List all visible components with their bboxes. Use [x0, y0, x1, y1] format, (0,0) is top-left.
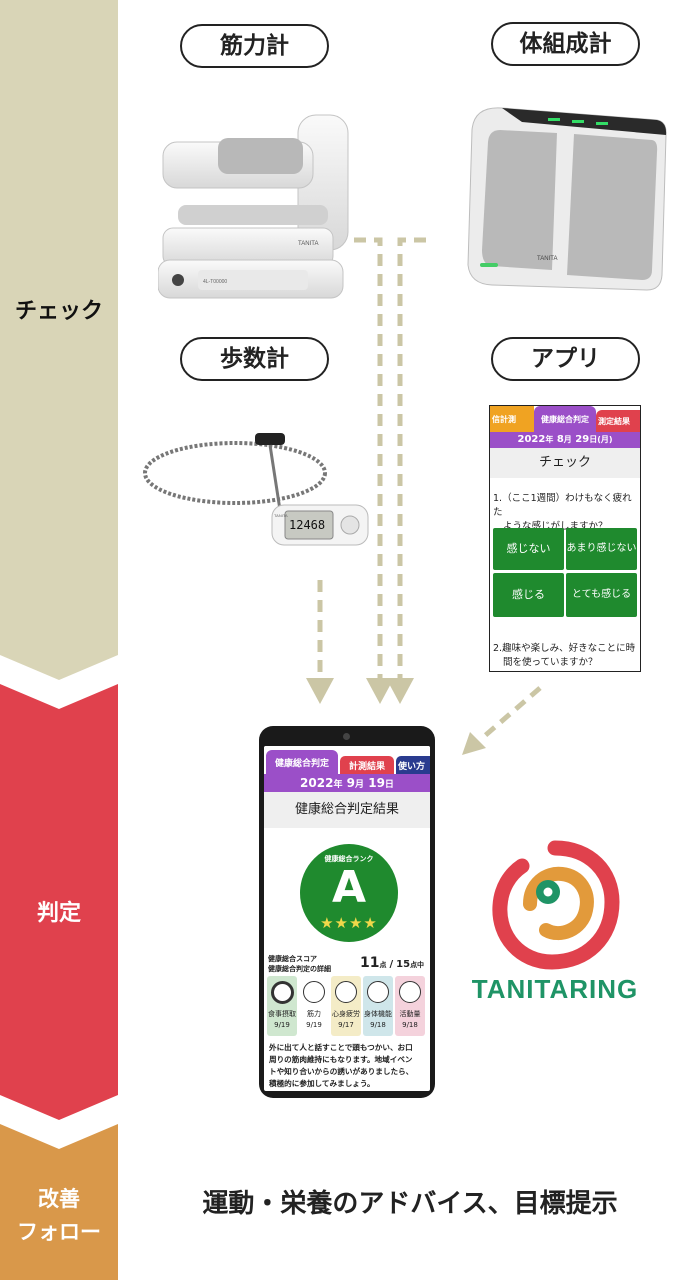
phone-tab-judgement-label: 健康総合判定: [274, 759, 329, 769]
stage-improve-label-2: フォロー: [17, 1220, 101, 1244]
app-tab-left-prefix: 信: [492, 415, 500, 424]
phone-date-bar: 2022年 9月 19日: [264, 774, 430, 792]
answer-rarely-feel-button[interactable]: あまり感じない: [566, 528, 637, 570]
phone-camera: [343, 733, 350, 740]
phone-screen: 健康総合判定 計測結果 使い方 2022年 9月 19日 健康総合判定結果 健康…: [264, 746, 430, 1091]
muscle-ring-icon: [303, 981, 325, 1003]
answer-feel-button[interactable]: 感じる: [493, 573, 564, 617]
muscle-model-mark: 4L-T00000: [203, 279, 227, 285]
app-tab-left-label: 計測: [500, 415, 516, 424]
arrow-head-app: [462, 732, 486, 755]
app-tab-left[interactable]: 信計測: [490, 406, 534, 434]
physical-ring-icon: [367, 981, 389, 1003]
stage-improve-label-1: 改善: [38, 1187, 80, 1211]
diet-ring-icon: [271, 981, 294, 1004]
body-composition-pill: 体組成計: [491, 22, 640, 66]
pedometer-pill: 歩数計: [180, 337, 329, 381]
score-value: 11点/15点中: [360, 955, 425, 971]
rank-badge: 健康総合ランク A ★★★★: [300, 844, 398, 942]
phone-tab-howto[interactable]: 使い方: [396, 756, 430, 774]
body-brand-mark: TANITA: [537, 256, 557, 262]
answer-not-feel-button[interactable]: 感じない: [493, 528, 564, 570]
pedometer-brand-mark: TANITA: [274, 513, 288, 518]
improve-band: [0, 1124, 118, 1280]
stage-bands: [0, 0, 118, 1280]
phone-tab-howto-label: 使い方: [398, 762, 426, 772]
tanitaring-logo-icon: [492, 840, 620, 970]
muscle-meter-pill: 筋力計: [180, 24, 329, 68]
pedometer-image: 12468 TANITA: [143, 433, 369, 546]
muscle-meter-image: TANITA 4L-T00000: [158, 114, 349, 299]
check-band: [0, 0, 118, 680]
answer-strongly-feel-button[interactable]: とても感じる: [566, 573, 637, 617]
app-tab-right[interactable]: 測定結果: [596, 410, 640, 434]
rank-label: 健康総合ランク: [324, 855, 374, 863]
smartphone: 健康総合判定 計測結果 使い方 2022年 9月 19日 健康総合判定結果 健康…: [259, 726, 435, 1098]
arrow-head-muscle: [366, 678, 394, 704]
fatigue-ring-icon: [335, 981, 357, 1003]
stage-judge-label: 判定: [36, 901, 81, 926]
app-question-2: 2.趣味や楽しみ、好きなことに時 間を使っていますか？: [493, 643, 636, 668]
app-pill: アプリ: [491, 337, 640, 381]
app-date-bar: 2022年 8月 29日(月): [490, 432, 640, 448]
app-tab-right-label: 測定結果: [598, 417, 630, 426]
app-header: チェック: [490, 448, 640, 478]
improve-description: 運動・栄養のアドバイス、目標提示: [202, 1189, 618, 1219]
app-question-1: 1.（ここ1週間）わけもなく疲れた ような感じがしますか？: [493, 493, 632, 532]
advice-text: 外に出て人と話すことで頭もつかい、お口 周りの筋肉維持にもなります。地域イベン …: [269, 1043, 414, 1088]
app-tab-center[interactable]: 健康総合判定: [534, 406, 596, 434]
score-label-1: 健康総合スコア: [268, 955, 317, 963]
phone-tab-results[interactable]: 計測結果: [340, 756, 394, 774]
activity-ring-icon: [399, 981, 421, 1003]
phone-result-title: 健康総合判定結果: [264, 792, 430, 828]
arrow-head-body: [386, 678, 414, 704]
stage-check-label: チェック: [14, 299, 103, 324]
app-screen: 信計測 健康総合判定 測定結果 2022年 8月 29日(月) チェック 1.（…: [489, 405, 641, 672]
muscle-brand-mark: TANITA: [298, 241, 318, 247]
phone-tab-results-label: 計測結果: [348, 762, 385, 772]
body-composition-image: TANITA: [467, 107, 667, 291]
rank-letter: A: [331, 862, 367, 913]
tanitaring-wordmark: TANITARING: [471, 974, 639, 1004]
arrow-from-app: [478, 686, 542, 742]
pedometer-display: 12468: [289, 518, 325, 532]
arrow-from-body: [397, 237, 426, 680]
score-label-2: 健康総合判定の詳細: [268, 965, 331, 973]
judge-band: [0, 684, 118, 1120]
phone-tab-judgement[interactable]: 健康総合判定: [266, 750, 338, 774]
rank-stars: ★★★★: [320, 914, 378, 932]
app-tab-center-label: 健康総合判定: [541, 415, 589, 424]
arrow-head-pedometer: [306, 678, 334, 704]
